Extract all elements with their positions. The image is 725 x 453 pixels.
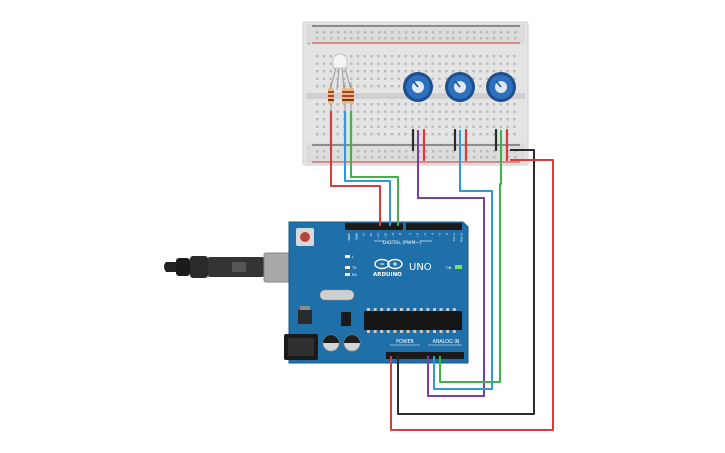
- on-label: ON: [446, 266, 452, 270]
- atmega-chip: [364, 311, 462, 330]
- wire-red-5v[interactable]: [390, 159, 554, 431]
- wire-green-a2[interactable]: [439, 130, 502, 383]
- wire-purple-a0[interactable]: [417, 130, 485, 397]
- header-pin-label: ~5: [423, 233, 427, 238]
- header-pin-label: AREF: [347, 233, 351, 241]
- breadboard-jumpers: [329, 110, 509, 162]
- header-pin-label: 13: [362, 233, 366, 237]
- brand-label: ARDUINO: [373, 272, 402, 278]
- arduino-logo: [374, 258, 403, 270]
- potentiometer-3[interactable]: [486, 72, 516, 102]
- model-label: UNO: [409, 262, 432, 273]
- top-power-rail: [306, 24, 525, 44]
- header-pin-label: ~6: [416, 233, 420, 238]
- potentiometer-1[interactable]: [403, 72, 433, 102]
- power-header: [386, 352, 434, 359]
- wire-blue-a1[interactable]: [433, 130, 493, 390]
- chip-pins: [367, 308, 456, 333]
- rgb-led[interactable]: [329, 53, 352, 91]
- resistor-1[interactable]: [328, 82, 334, 112]
- header-pin-label: ~11: [376, 233, 380, 239]
- reset-button-cap[interactable]: [300, 232, 310, 242]
- bottom-power-rail: [306, 143, 525, 163]
- potentiometer-2[interactable]: [445, 72, 475, 102]
- resistors[interactable]: [328, 82, 354, 112]
- header-pin-label: 12: [369, 233, 373, 237]
- voltage-regulator: [298, 310, 312, 324]
- header-pin-label: 2: [445, 233, 449, 235]
- wire-black-gnd[interactable]: [397, 149, 535, 415]
- wires: [330, 130, 554, 431]
- header-pin-label: TX→1: [452, 233, 456, 242]
- resistor-3[interactable]: [348, 82, 354, 112]
- wire-green-pin9[interactable]: [350, 150, 399, 226]
- power-led: [455, 265, 462, 269]
- analog-label: ANALOG IN: [433, 339, 460, 345]
- led-l-label: L: [352, 255, 354, 259]
- header-pin-label: ~3: [438, 233, 442, 238]
- digital-header-left: [345, 223, 403, 230]
- header-pin-label: GND: [354, 232, 358, 240]
- power-label: POWER: [396, 339, 414, 345]
- header-pin-label: 8: [398, 233, 402, 235]
- header-pin-label: 7: [408, 233, 412, 235]
- header-pin-label: 4: [430, 233, 434, 235]
- digital-label: DIGITAL (PWM~): [383, 240, 421, 246]
- header-pin-label: ~9: [391, 233, 395, 238]
- header-pin-label: RX←0: [460, 233, 464, 242]
- analog-header: [424, 352, 464, 359]
- icsp-header: [341, 312, 351, 326]
- wire-red-pin11[interactable]: [330, 150, 381, 226]
- rail-minus-label: −: [307, 147, 311, 152]
- led-rx-label: RX: [352, 273, 357, 277]
- crystal-oscillator: [319, 289, 355, 301]
- resistor-2[interactable]: [342, 82, 348, 112]
- header-pin-label: ~10: [384, 233, 388, 239]
- led-tx-label: TX: [351, 266, 357, 270]
- digital-header-right: [406, 223, 462, 230]
- rail-plus-label: +: [307, 41, 311, 47]
- status-leds: L TX RX ON: [345, 255, 462, 277]
- wire-blue-pin10[interactable]: [344, 150, 391, 226]
